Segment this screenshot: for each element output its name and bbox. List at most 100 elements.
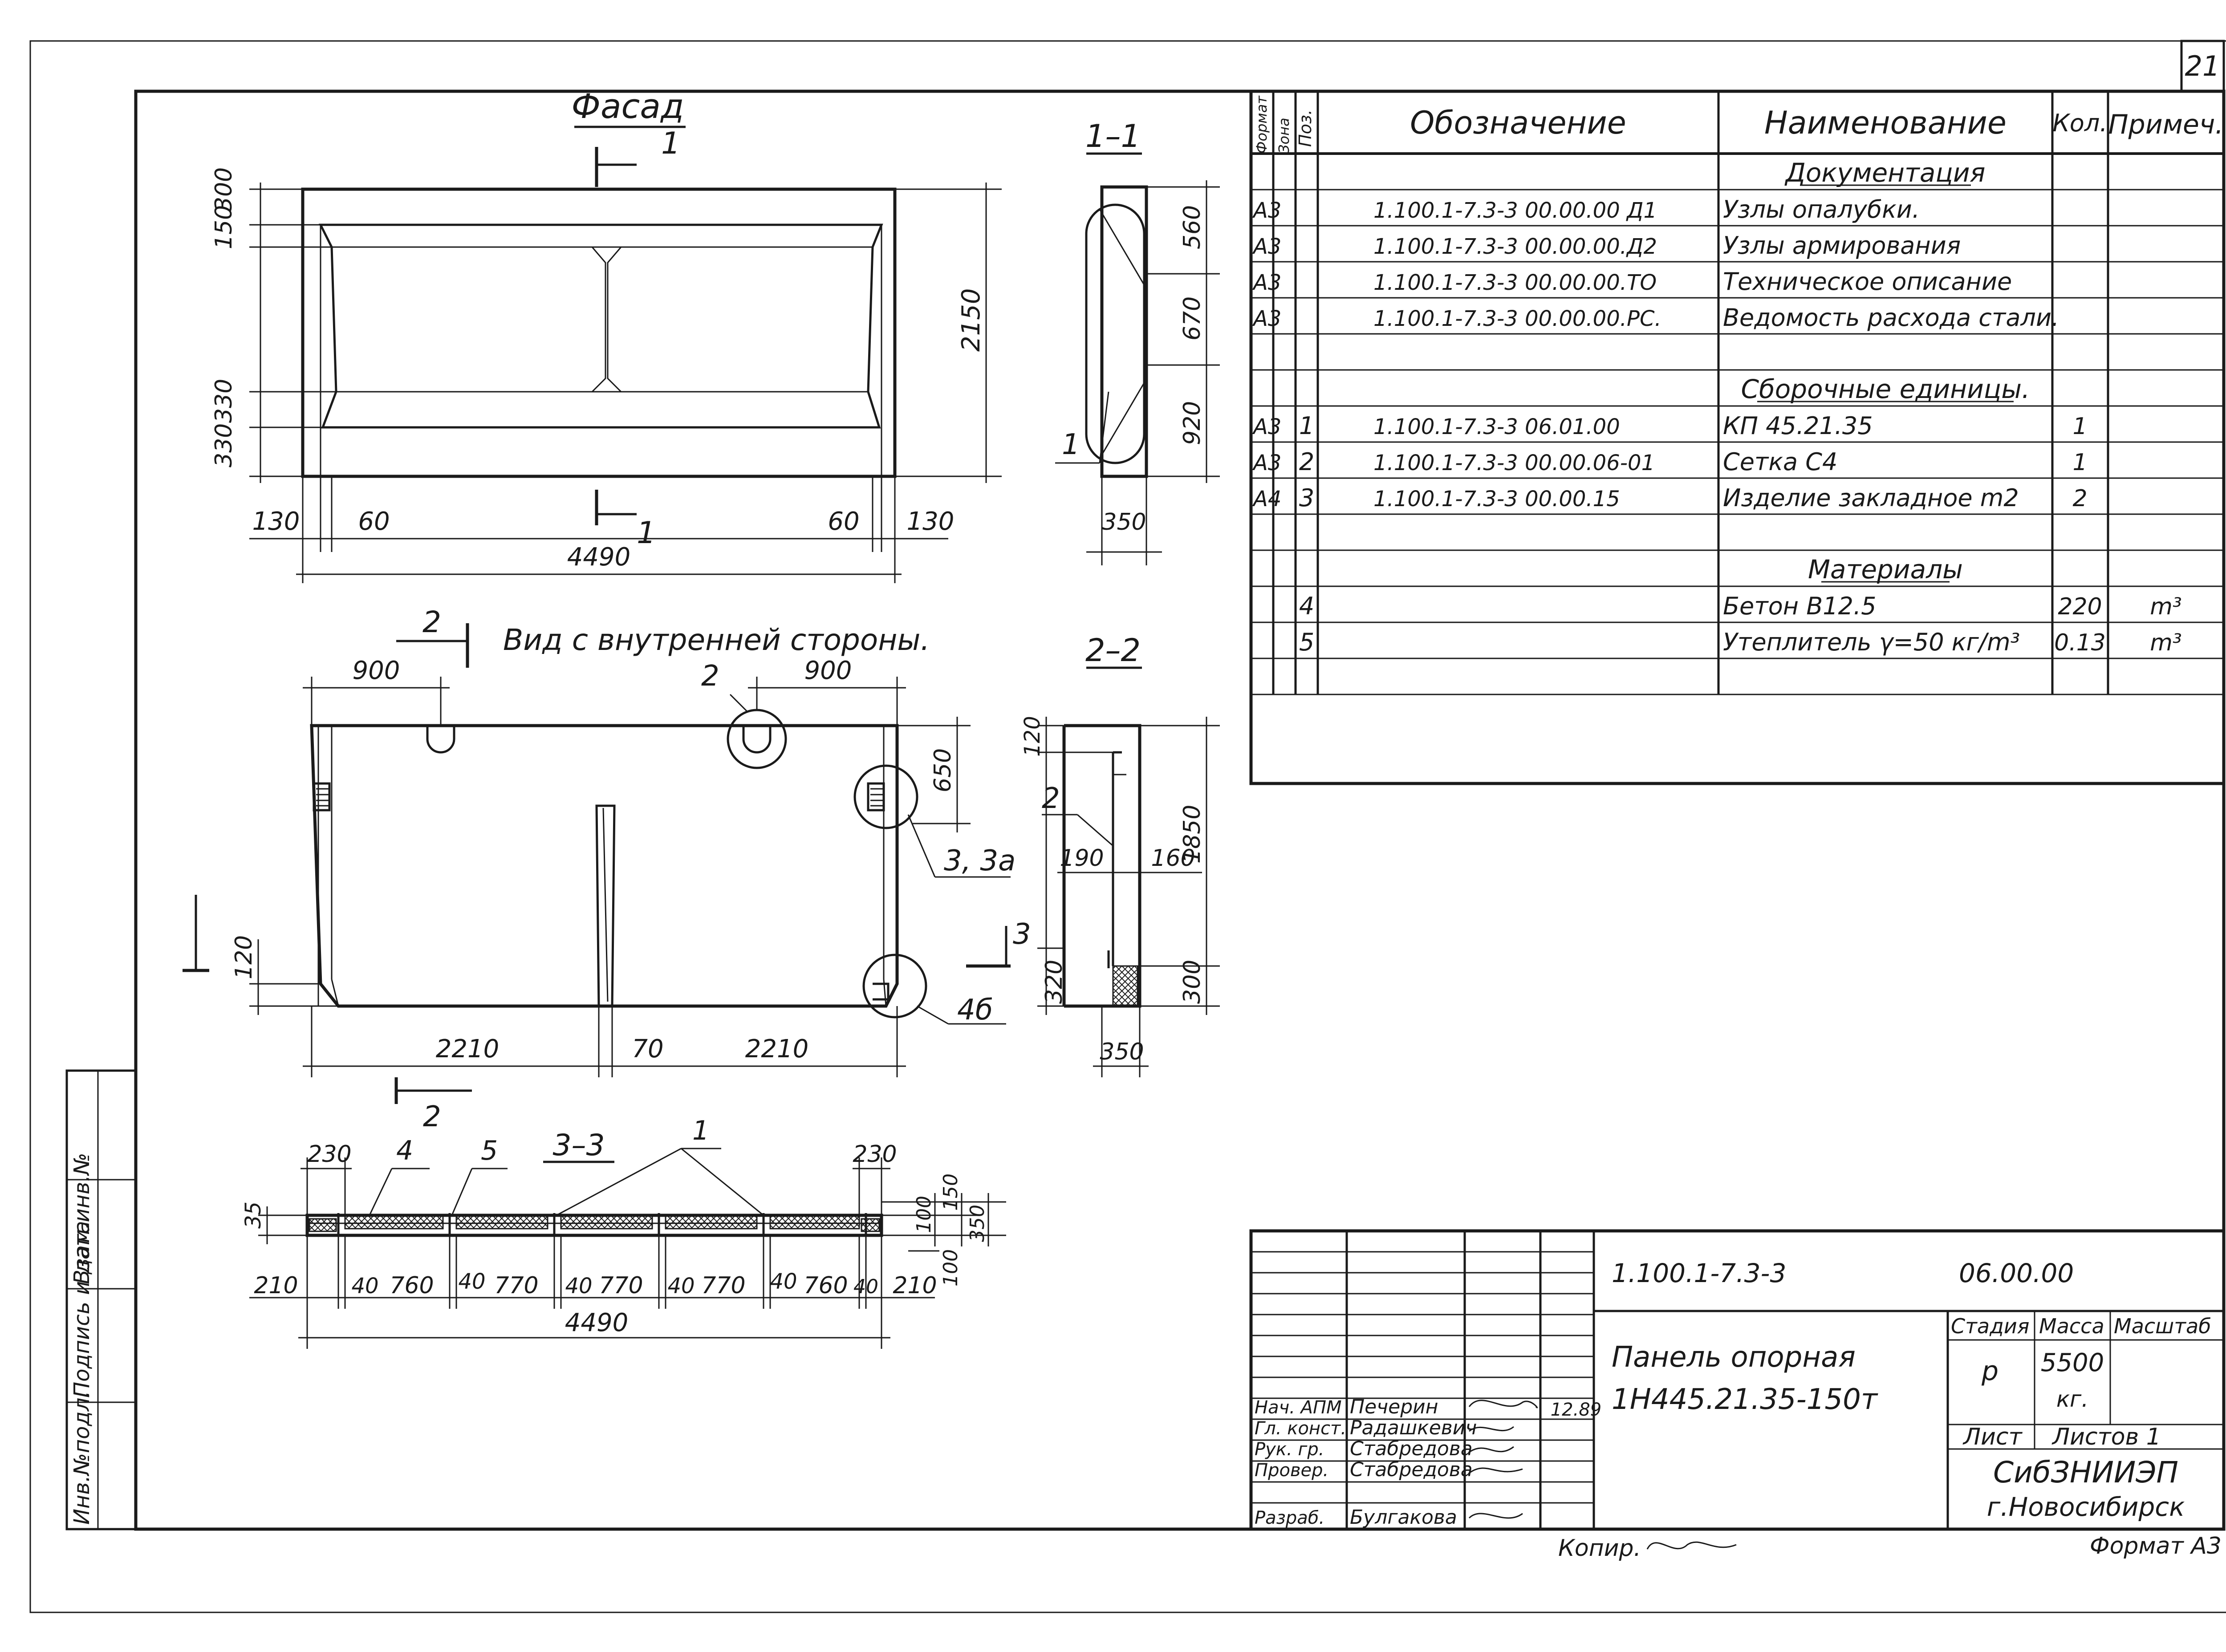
inner-dim-120: 120 <box>231 935 257 979</box>
section-1-1-leader: 1 <box>1062 428 1080 461</box>
inner-dim-70: 70 <box>632 1035 663 1063</box>
table-cell-qty: 0.13 <box>2054 629 2106 656</box>
table-section-heading: Документация <box>1784 158 1986 188</box>
facade-dim-150: 150 <box>211 205 237 249</box>
section-3-3-leader-5: 5 <box>481 1135 498 1166</box>
table-cell-name: Узлы опалубки. <box>1723 195 1920 223</box>
table-cell-format: А3 <box>1252 234 1281 259</box>
staff-role-3: Провер. <box>1255 1460 1328 1481</box>
inner-callout-33a: 3, 3а <box>944 844 1016 877</box>
table-section-heading: Сборочные единицы. <box>1741 374 2030 404</box>
inner-view-title: Вид с внутренней стороны. <box>503 623 930 657</box>
title-stage: р <box>1981 1356 1999 1387</box>
section-3-3-leader-1: 1 <box>692 1115 709 1146</box>
facade-section-mark: 1 <box>661 126 680 161</box>
staff-role-4: Разраб. <box>1255 1508 1324 1528</box>
section-3-3-title: 3–3 <box>553 1128 605 1162</box>
title-mass: 5500 <box>2041 1348 2104 1377</box>
staff-role-2: Рук. гр. <box>1255 1439 1324 1460</box>
section-3-3-dim-b12: 210 <box>893 1272 937 1299</box>
section-3-3-dim-b0: 210 <box>254 1272 298 1299</box>
insulation-block <box>560 1214 653 1230</box>
staff-name-4: Булгакова <box>1350 1506 1457 1529</box>
insulation-block <box>344 1214 444 1230</box>
table-cell-code: 1.100.1-7.3-3 00.00.15 <box>1373 487 1620 511</box>
table-cell-format: А3 <box>1252 270 1281 295</box>
staff-role-0: Нач. АПМ <box>1255 1397 1342 1418</box>
table-cell-name: Техническое описание <box>1723 268 2012 296</box>
section-3-3-dim-35: 35 <box>241 1201 266 1229</box>
copied-label: Копир. <box>1558 1535 1641 1562</box>
facade-dim-60-left: 60 <box>358 507 390 536</box>
table-cell-pos: 1 <box>1299 412 1314 440</box>
title-block: 1.100.1-7.3-3 06.00.00 Панель опорная 1Н… <box>1249 1229 2226 1562</box>
table-cell-format: А3 <box>1252 414 1281 439</box>
section-3-3-dim-b11: 40 <box>853 1275 878 1298</box>
inner-callout-4b: 4б <box>957 994 993 1027</box>
table-cell-code: 1.100.1-7.3-3 00.00.00.ТО <box>1373 270 1657 295</box>
table-cell-name: Ведомость расхода стали. <box>1723 304 2059 332</box>
section-3-3-dim-150: 150 <box>939 1173 962 1211</box>
section-1-1-dim-560: 560 <box>1179 205 1206 249</box>
facade-section-mark-bottom: 1 <box>637 515 656 551</box>
table-cell-qty: 1 <box>2072 449 2087 476</box>
section-3-3-leader-4: 4 <box>396 1135 413 1166</box>
facade-dim-total: 4490 <box>567 543 631 572</box>
table-cell-pos: 5 <box>1299 628 1314 656</box>
table-header-format: Формат <box>1253 95 1270 154</box>
section-2-2: 2–2 120 190 320 1850 160 300 350 2 <box>1020 632 1220 1077</box>
side-stamp-replace: Взам.инв.№ <box>69 1153 94 1284</box>
table-cell-note: m³ <box>2150 629 2182 656</box>
section-3-3-dim-b4: 770 <box>494 1272 538 1299</box>
title-name-line1: Панель опорная <box>1612 1341 1856 1374</box>
table-cell-code: 1.100.1-7.3-3 00.00.00 Д1 <box>1373 198 1657 223</box>
inner-view: 2 Вид с внутренней стороны. 2 3, 3а <box>183 605 1031 1133</box>
insulation-block <box>455 1214 548 1230</box>
section-3-3-dim-right-100: 100 <box>939 1249 962 1287</box>
facade-dim-330b: 330 <box>211 379 237 423</box>
title-sheet-label: Лист <box>1962 1424 2023 1450</box>
facade-dim-130-right: 130 <box>907 507 955 536</box>
section-2-2-dim-120: 120 <box>1020 716 1045 757</box>
inner-dim-900-left: 900 <box>353 656 400 685</box>
table-cell-format: А3 <box>1252 306 1281 331</box>
table-section-heading: Материалы <box>1808 554 1963 584</box>
section-1-1-width: 350 <box>1102 509 1146 536</box>
title-date: 12.89 <box>1551 1400 1602 1420</box>
inner-dim-650: 650 <box>930 748 956 792</box>
table-header-qty: Кол. <box>2052 109 2107 137</box>
table-cell-code: 1.100.1-7.3-3 06.01.00 <box>1373 414 1620 439</box>
insulation-block <box>665 1214 758 1230</box>
outer-frame <box>29 40 2226 1613</box>
table-header-name: Наименование <box>1764 105 2007 141</box>
inner-section-mark-top: 2 <box>422 605 441 639</box>
facade-view: Фасад 1 1 150 300 330 330 <box>211 86 1002 583</box>
title-scale-label: Масштаб <box>2114 1314 2211 1338</box>
inner-callout-2: 2 <box>701 660 719 693</box>
section-3-3-dim-100: 100 <box>913 1196 935 1233</box>
table-cell-name: Утеплитель γ=50 кг/m³ <box>1723 628 2020 656</box>
staff-role-1: Гл. конст. <box>1255 1418 1346 1439</box>
table-cell-qty: 220 <box>2058 593 2102 620</box>
sheet-format: Формат А3 <box>2090 1533 2222 1559</box>
table-header-zone: Зона <box>1275 118 1292 154</box>
staff-name-3: Стабредова <box>1350 1458 1473 1481</box>
table-cell-format: А3 <box>1252 198 1281 223</box>
table-cell-code: 1.100.1-7.3-3 00.00.00.Д2 <box>1373 234 1657 259</box>
facade-title: Фасад <box>572 86 684 126</box>
section-3-3-dim-b8: 770 <box>701 1272 745 1299</box>
table-cell-qty: 1 <box>2072 413 2087 440</box>
facade-dim-130-left: 130 <box>252 507 300 536</box>
section-3-3-dim-b9: 40 <box>770 1269 797 1294</box>
section-3-3-dim-230-left: 230 <box>307 1141 351 1168</box>
table-cell-name: Узлы армирования <box>1723 231 1961 260</box>
sheet-number: 21 <box>2185 50 2220 82</box>
inner-section-mark-bottom: 2 <box>423 1100 441 1133</box>
section-3-3-dim-b5: 40 <box>565 1274 592 1299</box>
section-2-2-leader: 2 <box>1042 782 1060 815</box>
inner-dim-2210-right: 2210 <box>745 1035 809 1063</box>
section-3-3-dim-230-right: 230 <box>853 1141 897 1168</box>
title-mass-unit: кг. <box>2056 1386 2088 1412</box>
